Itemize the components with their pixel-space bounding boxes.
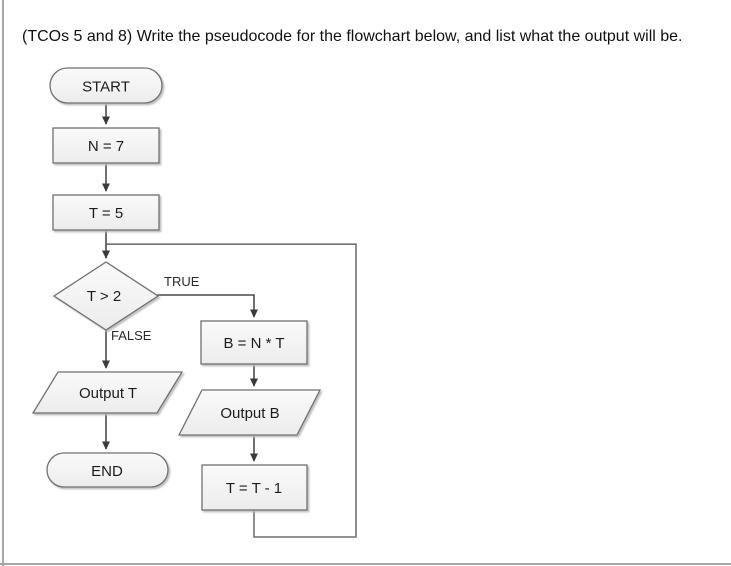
process-set-n [52,127,160,164]
label-output-t: Output T [79,385,137,402]
process-set-t [52,194,160,231]
label-branch-false: FALSE [111,328,152,343]
label-set-n: N = 7 [88,138,124,155]
terminator-end [46,452,169,488]
label-decision: T > 2 [87,288,121,305]
label-start: START [82,79,130,96]
label-compute-b: B = N * T [224,335,285,352]
edge-decision-true-to-compute-b [157,294,259,318]
io-output-b [177,389,322,436]
page-left-border [2,0,4,566]
decision-t-greater-2 [52,261,160,331]
question-title: (TCOs 5 and 8) Write the pseudocode for … [22,28,683,45]
label-decrement-t: T = T - 1 [226,480,282,497]
process-decrement-t [201,464,308,511]
io-output-t [31,371,184,414]
label-output-b: Output B [220,405,279,422]
label-branch-true: TRUE [164,274,200,289]
page-bottom-border [0,563,731,565]
process-compute-b [200,320,308,365]
label-end: END [91,463,123,480]
label-set-t: T = 5 [89,205,123,222]
terminator-start [49,67,163,104]
edge-loop-back [106,243,357,538]
